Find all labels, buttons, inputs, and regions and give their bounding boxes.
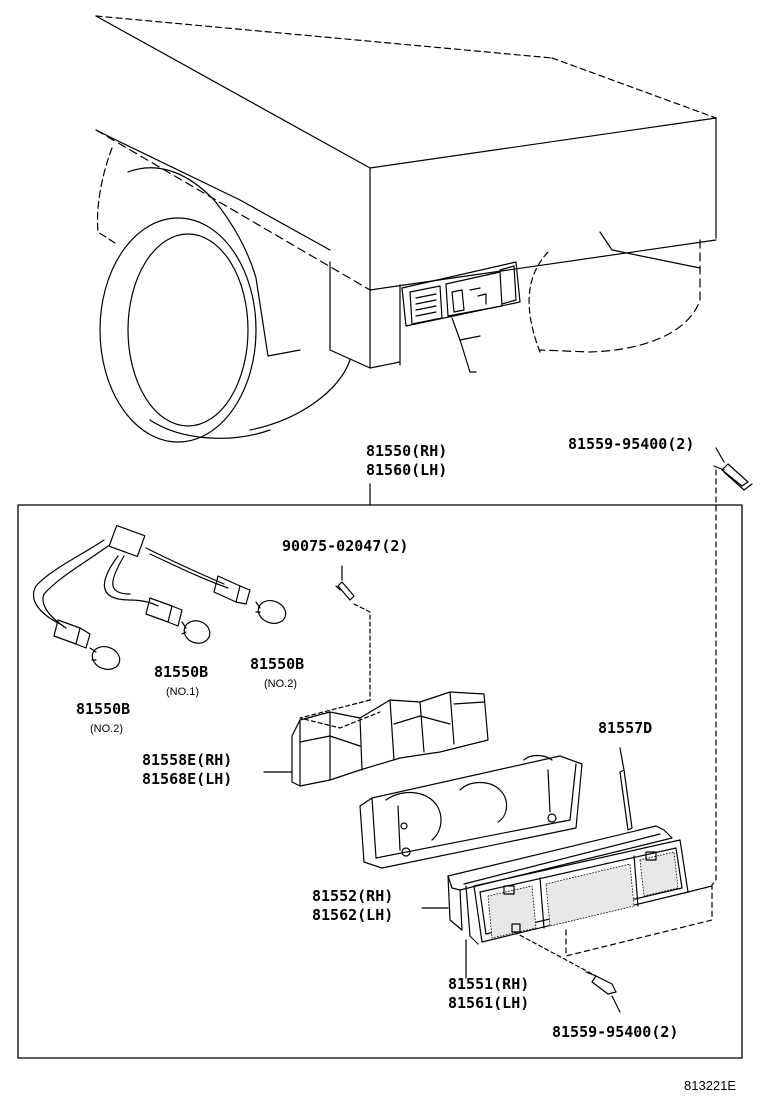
label-screw-mid: 90075-02047(2): [282, 537, 409, 555]
diagram-code: 813221E: [684, 1078, 737, 1093]
label-bulb-no2-note: (NO.2): [264, 678, 297, 690]
lens-icon: [447, 825, 673, 945]
socket-icon: [53, 575, 251, 649]
label-bulb-left: 81550B: [76, 700, 131, 718]
label-assembly-lh: 81560(LH): [366, 461, 448, 479]
assembly-boundary-box: [17, 504, 743, 1059]
label-gasket: 81557D: [598, 719, 653, 737]
label-lens-lh: 81562(LH): [312, 906, 394, 924]
label-bulb-no1: 81550B: [154, 663, 209, 681]
vehicle-rear-illustration: [95, 15, 717, 443]
wiring-harness-icon: [32, 524, 229, 629]
label-assembly-rh: 81550(RH): [366, 442, 448, 460]
label-bulb-no2: 81550B: [250, 655, 305, 673]
label-socket-lh: 81568E(LH): [142, 770, 233, 788]
screw-small-icon: [335, 581, 355, 601]
gasket-icon: [619, 769, 633, 831]
label-cover-rh: 81551(RH): [448, 975, 530, 993]
label-screw-bottom: 81559-95400(2): [552, 1023, 679, 1041]
socket-housing-icon: [291, 691, 489, 787]
screw-bottom-icon: [585, 971, 617, 995]
screw-top-icon: [713, 463, 753, 491]
lens-cover-icon: [473, 839, 689, 943]
label-screw-top: 81559-95400(2): [568, 435, 695, 453]
label-cover-lh: 81561(LH): [448, 994, 530, 1012]
label-bulb-left-note: (NO.2): [90, 723, 123, 735]
lamp-body-icon: [359, 754, 583, 869]
label-bulb-no1-note: (NO.1): [166, 686, 199, 698]
label-lens-rh: 81552(RH): [312, 887, 394, 905]
bulb-icon: [89, 600, 287, 670]
label-socket-rh: 81558E(RH): [142, 751, 233, 769]
